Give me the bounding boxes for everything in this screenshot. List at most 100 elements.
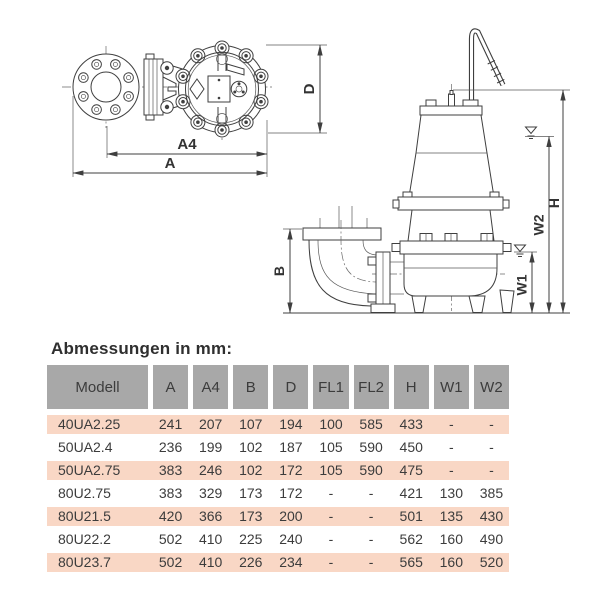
dimensions-table: Modell A A4 B D FL1 FL2 H W1 W2 40UA2.25… xyxy=(47,365,509,576)
value-cell-fl2: 585 xyxy=(359,416,383,432)
value-cell-fl1: - xyxy=(328,554,334,570)
value-cell-w1: 130 xyxy=(439,485,463,501)
value-cell-w2: - xyxy=(489,462,494,478)
table-body: 40UA2.25 241 207 107 194 100 585 433 - -… xyxy=(47,415,509,572)
value-cell-fl1: 105 xyxy=(319,462,343,478)
flange-bolt-holes xyxy=(78,59,134,115)
table-header-row: Modell A A4 B D FL1 FL2 H W1 W2 xyxy=(47,365,509,409)
dim-label-a4: A4 xyxy=(177,136,197,153)
value-cell-a4: 410 xyxy=(198,554,223,570)
value-cell-a4: 207 xyxy=(198,416,223,432)
value-cell-a4: 329 xyxy=(198,485,223,501)
value-cell-fl2: - xyxy=(368,554,374,570)
value-cell-w2: 430 xyxy=(479,508,504,524)
column-header-fl2: FL2 xyxy=(353,365,389,409)
value-cell-fl1: - xyxy=(328,508,334,524)
value-cell-a4: 366 xyxy=(198,508,223,524)
value-cell-b: 102 xyxy=(239,439,263,455)
dim-label-d: D xyxy=(301,83,318,94)
value-cell-d: 187 xyxy=(279,439,303,455)
value-cell-fl2: - xyxy=(368,485,374,501)
value-cell-d: 200 xyxy=(279,508,303,524)
value-cell-b: 226 xyxy=(239,554,263,570)
value-cell-a: 420 xyxy=(158,508,183,524)
dimension-a4: A4 xyxy=(106,120,268,177)
value-cell-w2: 490 xyxy=(479,531,504,547)
dimension-b: B xyxy=(271,228,302,314)
value-cell-b: 102 xyxy=(239,462,263,478)
suction-flange xyxy=(72,53,140,121)
value-cell-fl2: - xyxy=(368,508,374,524)
dim-label-w1: W1 xyxy=(514,274,530,295)
value-cell-h: 475 xyxy=(399,462,423,478)
dim-label-h: H xyxy=(546,198,562,208)
value-cell-a4: 199 xyxy=(198,439,223,455)
model-cell: 50UA2.4 xyxy=(58,439,113,455)
value-cell-a: 502 xyxy=(158,531,183,547)
value-cell-h: 565 xyxy=(399,554,423,570)
dim-label-b: B xyxy=(271,266,287,276)
table-row: 50UA2.75 383 246 102 172 105 590 475 - - xyxy=(47,461,509,480)
value-cell-a: 383 xyxy=(158,485,183,501)
table-row: 80U22.2 502 410 225 240 - - 562 160 490 xyxy=(47,530,509,549)
value-cell-w2: - xyxy=(489,416,494,432)
value-cell-h: 450 xyxy=(399,439,423,455)
column-header-a: A xyxy=(153,365,189,409)
dimension-a: A xyxy=(72,96,268,177)
value-cell-fl2: 590 xyxy=(359,462,383,478)
value-cell-h: 501 xyxy=(399,508,423,524)
value-cell-h: 562 xyxy=(399,531,423,547)
value-cell-a: 383 xyxy=(158,462,183,478)
value-cell-w1: - xyxy=(448,416,454,432)
value-cell-fl1: - xyxy=(328,531,334,547)
model-cell: 80U23.7 xyxy=(58,554,111,570)
table-row: 80U21.5 420 366 173 200 - - 501 135 430 xyxy=(47,507,509,526)
value-cell-d: 194 xyxy=(279,416,303,432)
value-cell-b: 173 xyxy=(239,508,263,524)
value-cell-d: 240 xyxy=(279,531,303,547)
casing-bolts xyxy=(419,233,494,242)
value-cell-a: 236 xyxy=(158,439,183,455)
column-header-b: B xyxy=(233,365,269,409)
dimension-w2: W2 xyxy=(524,126,554,314)
table-row: 80U2.75 383 329 173 172 - - 421 130 385 xyxy=(47,484,509,503)
value-cell-d: 172 xyxy=(279,485,303,501)
dimension-d: D xyxy=(266,44,327,134)
pump-side-view-drawing: B W1 xyxy=(271,28,570,314)
lifting-cable-icon xyxy=(468,28,506,107)
value-cell-w1: 160 xyxy=(439,554,463,570)
value-cell-d: 234 xyxy=(279,554,303,570)
discharge-flange xyxy=(302,227,382,241)
value-cell-w2: - xyxy=(489,439,494,455)
value-cell-w1: 160 xyxy=(439,531,463,547)
water-level-icon xyxy=(524,126,538,139)
value-cell-w2: 520 xyxy=(479,554,504,570)
value-cell-fl2: - xyxy=(368,531,374,547)
value-cell-fl1: - xyxy=(328,485,334,501)
value-cell-a4: 246 xyxy=(198,462,223,478)
value-cell-fl1: 105 xyxy=(319,439,343,455)
water-level-icon xyxy=(513,244,527,257)
section-title: Abmessungen in mm: xyxy=(51,339,233,358)
column-header-modell: Modell xyxy=(47,365,148,409)
value-cell-w1: 135 xyxy=(439,508,463,524)
dimension-h: H xyxy=(546,89,566,314)
table-row: 40UA2.25 241 207 107 194 100 585 433 - - xyxy=(47,415,509,434)
value-cell-a: 241 xyxy=(158,416,183,432)
column-header-fl1: FL1 xyxy=(313,365,349,409)
eyebolt-bottom xyxy=(216,107,228,126)
dimension-w1: W1 xyxy=(513,244,537,314)
value-cell-b: 225 xyxy=(239,531,263,547)
column-header-a4: A4 xyxy=(193,365,229,409)
value-cell-h: 421 xyxy=(399,485,423,501)
value-cell-h: 433 xyxy=(399,416,423,432)
coupling-bracket xyxy=(143,53,190,121)
value-cell-w2: 385 xyxy=(479,485,504,501)
value-cell-d: 172 xyxy=(279,462,303,478)
table-row: 80U23.7 502 410 226 234 - - 565 160 520 xyxy=(47,553,509,572)
value-cell-fl2: 590 xyxy=(359,439,383,455)
column-header-w1: W1 xyxy=(433,365,469,409)
model-cell: 50UA2.75 xyxy=(58,462,121,478)
motor-top-view xyxy=(175,40,269,138)
